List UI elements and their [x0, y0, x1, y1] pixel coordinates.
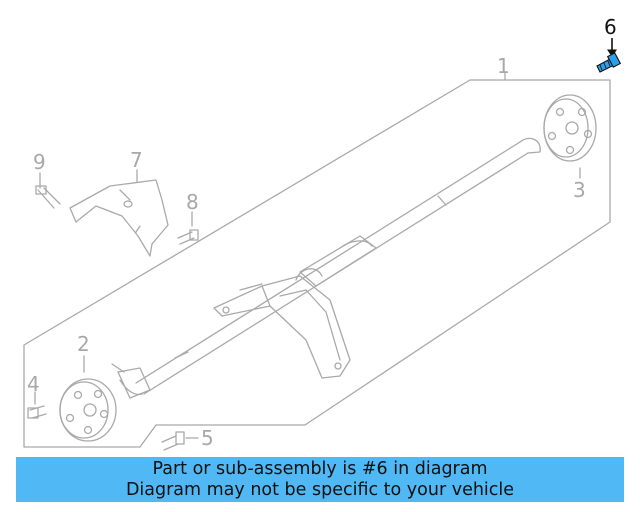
assembly-boundary	[23, 79, 611, 448]
callout-2: 2	[77, 332, 90, 356]
banner-line-1: Part or sub-assembly is #6 in diagram	[152, 458, 488, 479]
callout-7: 7	[130, 148, 143, 172]
info-banner: Part or sub-assembly is #6 in diagram Di…	[16, 457, 624, 502]
flex-disc-right	[543, 94, 597, 162]
callout-4: 4	[27, 372, 40, 396]
bolt-6-highlighted	[596, 38, 622, 73]
bolt-5	[161, 431, 199, 451]
flex-disc-left	[59, 378, 117, 442]
heat-shield	[69, 179, 169, 257]
propeller-shaft	[111, 137, 541, 399]
parts-diagram: 1 2 3 4 5 6 7 8 9	[23, 15, 622, 451]
bolt-4	[27, 391, 47, 419]
callout-9: 9	[33, 150, 46, 174]
bolt-9	[35, 172, 61, 209]
callout-6: 6	[604, 15, 617, 39]
callout-8: 8	[186, 190, 199, 214]
banner-line-2: Diagram may not be specific to your vehi…	[125, 479, 515, 500]
driveshaft-illustration	[23, 38, 622, 451]
bolt-8	[177, 211, 199, 245]
callout-1: 1	[497, 54, 510, 78]
callout-5: 5	[201, 426, 214, 450]
callout-3: 3	[573, 178, 586, 202]
